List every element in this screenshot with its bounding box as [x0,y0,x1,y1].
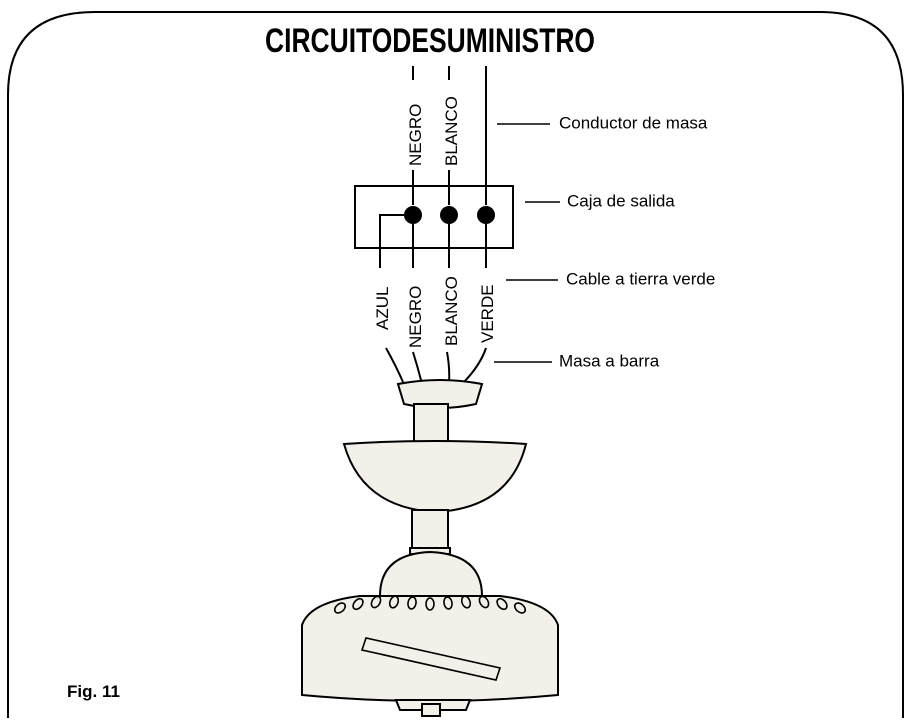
callout-outlet-box: Caja de salida [567,191,675,210]
ceiling-fan [301,379,559,717]
callout-ground-rod: Masa a barra [559,351,660,370]
fan-wire-label-blue: AZUL [373,287,392,330]
supply-wire-label-white: BLANCO [442,96,461,166]
fan-wire-label-white: BLANCO [442,276,461,346]
outlet-box [354,185,514,249]
fan-wire-label-green: VERDE [478,284,497,343]
terminal-black [404,206,422,224]
callout-ground-conductor: Conductor de masa [559,113,708,132]
terminal-white [440,206,458,224]
diagram-frame [7,11,904,718]
motor-vents [333,595,527,614]
supply-wires: NEGRO BLANCO [406,66,487,205]
supply-wire-label-black: NEGRO [406,104,425,166]
fan-wire-label-black: NEGRO [406,286,425,348]
terminal-ground [477,206,495,224]
figure-label: Fig. 11 [67,682,120,701]
diagram-title: CIRCUITODESUMINISTRO [265,22,595,60]
callout-green-ground: Cable a tierra verde [566,269,715,288]
